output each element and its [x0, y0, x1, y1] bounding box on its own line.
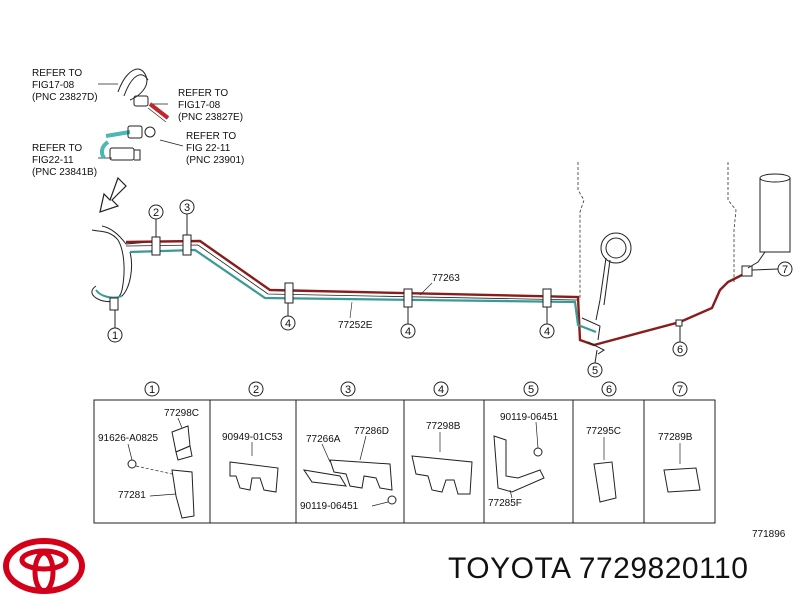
panel-frame: [93, 399, 716, 524]
panel-2-part-a: 90949-01C53: [222, 432, 283, 443]
ref-2-line2: FIG17-08: [178, 100, 221, 111]
panel-6: 77295C: [586, 426, 621, 503]
panel-7-part-a: 77289B: [658, 432, 693, 443]
callout-3: 3: [184, 202, 190, 214]
panel-2: 90949-01C53: [222, 432, 283, 493]
ref-4-line1: REFER TO: [186, 131, 236, 142]
callout-4a: 4: [285, 318, 291, 330]
panel-1-num: 1: [149, 384, 155, 396]
panel-header-numbers: 1 2 3 4 5 6 7: [149, 384, 683, 396]
ref-4-line3: (PNC 23901): [186, 155, 244, 166]
brand-name: TOYOTA: [448, 552, 570, 585]
callout-4b: 4: [405, 326, 411, 338]
panel-5-part-a: 90119-06451: [500, 412, 559, 423]
reference-note-1: REFER TO FIG17-08 (PNC 23827D): [32, 68, 98, 103]
ref-4-line2: FIG 22-11: [186, 143, 231, 154]
panel-3-num: 3: [345, 384, 351, 396]
figure-code: 771896: [752, 529, 786, 540]
ref-1-line1: REFER TO: [32, 68, 82, 79]
panel-6-part-a: 77295C: [586, 426, 621, 437]
ref-3-line3: (PNC 23841B): [32, 167, 97, 178]
panel-1-part-b: 91626-A0825: [98, 433, 158, 444]
direction-arrow: [99, 176, 127, 213]
panel-5: 90119-06451 77285F: [488, 412, 559, 509]
part-upper-tube: 77263: [432, 273, 460, 284]
reference-note-4: REFER TO FIG 22-11 (PNC 23901): [186, 131, 244, 166]
toyota-logo: [3, 538, 85, 594]
tube-clamps: [109, 234, 753, 327]
panel-4-num: 4: [438, 384, 444, 396]
callout-1: 1: [112, 330, 118, 342]
panel-1: 77298C 91626-A0825 77281: [98, 408, 199, 519]
panel-1-part-c: 77281: [118, 490, 146, 501]
ref-2-line1: REFER TO: [178, 88, 228, 99]
panel-3-part-c: 90119-06451: [300, 501, 359, 512]
panel-3-part-a: 77266A: [306, 434, 341, 445]
ref-3-line2: FIG22-11: [32, 155, 74, 166]
panel-3: 77266A 77286D 90119-06451: [300, 426, 397, 512]
panel-5-num: 5: [528, 384, 534, 396]
fuel-filler: [581, 232, 632, 355]
panel-3-part-b: 77286D: [354, 426, 389, 437]
panel-4-part-a: 77298B: [426, 421, 461, 432]
callout-5: 5: [592, 365, 598, 377]
canister: [747, 173, 791, 269]
callout-6: 6: [677, 344, 683, 356]
callout-7: 7: [782, 264, 788, 276]
panel-7: 77289B: [658, 432, 701, 493]
reference-leaders: [98, 83, 184, 159]
callout-4c: 4: [544, 326, 550, 338]
panel-4: 77298B: [411, 421, 473, 495]
panel-6-num: 6: [606, 384, 612, 396]
callouts-diagram: [107, 199, 793, 378]
panel-headers: [144, 381, 688, 397]
frame-outline: [577, 162, 737, 300]
ref-1-line3: (PNC 23827D): [32, 92, 98, 103]
panel-7-num: 7: [677, 384, 683, 396]
panel-2-num: 2: [253, 384, 259, 396]
reference-note-2: REFER TO FIG17-08 (PNC 23827E): [178, 88, 243, 123]
panel-1-part-a: 77298C: [164, 408, 199, 419]
ref-2-line3: (PNC 23827E): [178, 112, 243, 123]
part-lower-tube: 77252E: [338, 320, 373, 331]
panel-5-part-b: 77285F: [488, 498, 522, 509]
ref-1-line2: FIG17-08: [32, 80, 75, 91]
callout-2: 2: [153, 207, 159, 219]
hose-assembly-top: [99, 68, 170, 161]
ref-3-line1: REFER TO: [32, 143, 82, 154]
callout-numbers-diagram: 2 3 4 4 4 1 5 6 7: [112, 202, 788, 377]
reference-note-3: REFER TO FIG22-11 (PNC 23841B): [32, 143, 97, 178]
brand-line: TOYOTA 7729820110: [448, 552, 748, 586]
part-number: 7729820110: [578, 552, 749, 585]
